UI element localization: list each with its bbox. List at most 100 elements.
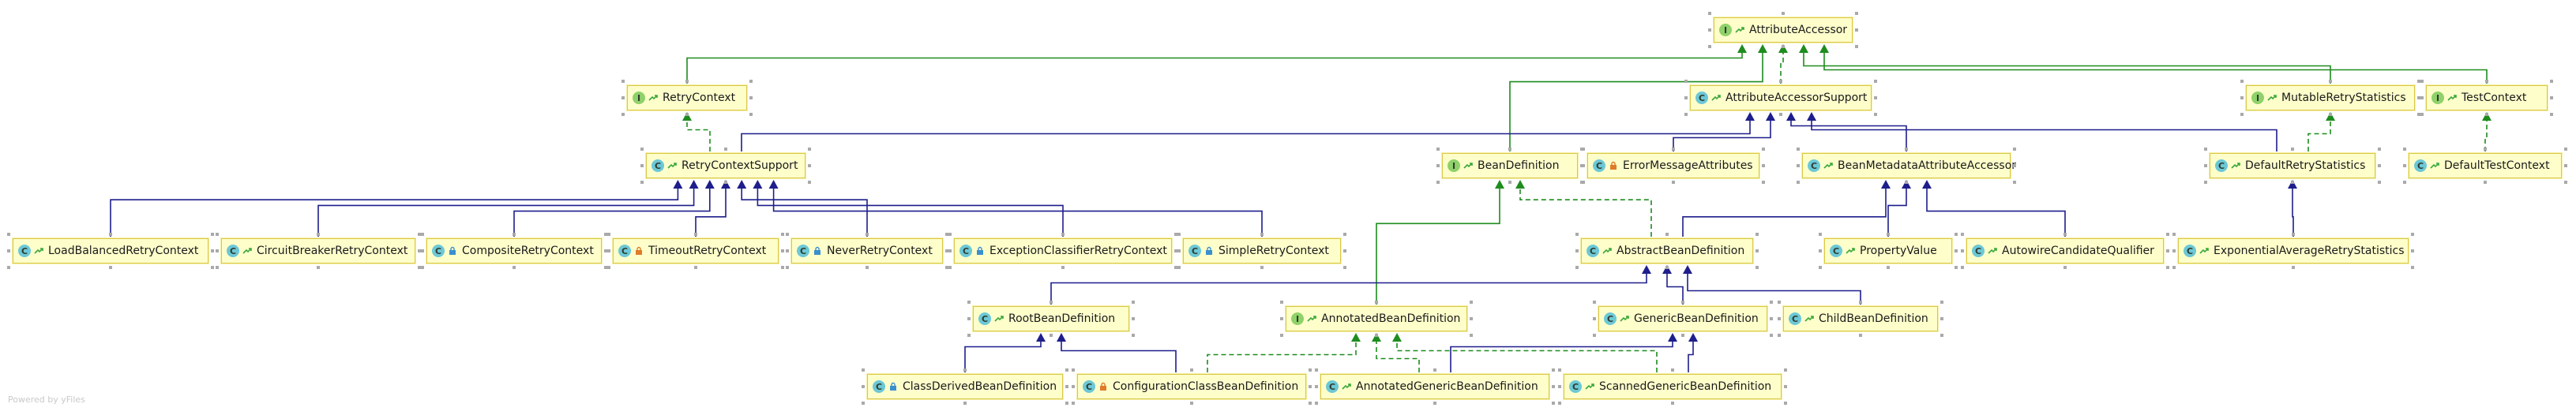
selection-handle[interactable] — [1575, 266, 1579, 269]
selection-handle[interactable] — [621, 113, 625, 116]
selection-handle[interactable] — [963, 402, 967, 405]
selection-handle[interactable] — [2484, 148, 2487, 151]
selection-handle[interactable] — [2172, 266, 2176, 269]
selection-handle[interactable] — [2411, 266, 2414, 269]
selection-handle[interactable] — [1859, 301, 1862, 304]
selection-handle[interactable] — [211, 266, 214, 269]
selection-handle[interactable] — [1940, 334, 1943, 337]
selection-handle[interactable] — [1552, 368, 1555, 372]
selection-handle[interactable] — [808, 164, 811, 167]
selection-handle[interactable] — [2166, 249, 2169, 252]
selection-handle[interactable] — [1436, 181, 1440, 184]
selection-handle[interactable] — [2485, 80, 2488, 83]
selection-handle[interactable] — [1190, 402, 1193, 405]
selection-handle[interactable] — [2485, 113, 2488, 116]
selection-handle[interactable] — [1174, 266, 1177, 269]
selection-handle[interactable] — [2291, 148, 2294, 151]
selection-handle[interactable] — [781, 249, 784, 252]
selection-handle[interactable] — [7, 249, 10, 252]
selection-handle[interactable] — [604, 249, 607, 252]
selection-handle[interactable] — [640, 181, 644, 184]
selection-handle[interactable] — [2417, 80, 2420, 83]
selection-handle[interactable] — [2172, 233, 2176, 236]
selection-handle[interactable] — [1708, 12, 1711, 15]
selection-handle[interactable] — [685, 113, 689, 116]
selection-handle[interactable] — [513, 266, 516, 269]
selection-handle[interactable] — [1756, 266, 1759, 269]
selection-handle[interactable] — [1784, 385, 1787, 388]
selection-handle[interactable] — [2550, 80, 2553, 83]
selection-handle[interactable] — [1375, 334, 1378, 337]
selection-handle[interactable] — [1762, 181, 1765, 184]
selection-handle[interactable] — [808, 148, 811, 151]
selection-handle[interactable] — [2564, 164, 2567, 167]
selection-handle[interactable] — [1797, 148, 1800, 151]
selection-handle[interactable] — [2411, 249, 2414, 252]
selection-handle[interactable] — [1132, 301, 1135, 304]
selection-handle[interactable] — [1784, 368, 1787, 372]
selection-handle[interactable] — [1778, 301, 1781, 304]
selection-handle[interactable] — [2417, 96, 2420, 99]
selection-handle[interactable] — [749, 113, 753, 116]
selection-handle[interactable] — [1280, 334, 1283, 337]
selection-handle[interactable] — [317, 266, 320, 269]
selection-handle[interactable] — [1190, 368, 1193, 372]
selection-handle[interactable] — [1375, 301, 1378, 304]
selection-handle[interactable] — [1470, 334, 1473, 337]
selection-handle[interactable] — [1671, 402, 1674, 405]
selection-handle[interactable] — [2291, 181, 2294, 184]
selection-handle[interactable] — [1762, 148, 1765, 151]
selection-handle[interactable] — [317, 233, 320, 236]
selection-handle[interactable] — [1575, 249, 1579, 252]
selection-handle[interactable] — [1955, 249, 1958, 252]
selection-handle[interactable] — [945, 233, 948, 236]
selection-handle[interactable] — [1681, 334, 1684, 337]
selection-handle[interactable] — [2403, 148, 2406, 151]
selection-handle[interactable] — [1782, 45, 1785, 48]
selection-handle[interactable] — [2550, 113, 2553, 116]
selection-handle[interactable] — [607, 233, 610, 236]
selection-handle[interactable] — [948, 233, 952, 236]
selection-handle[interactable] — [607, 266, 610, 269]
selection-handle[interactable] — [694, 266, 697, 269]
selection-handle[interactable] — [862, 368, 865, 372]
selection-handle[interactable] — [2166, 233, 2169, 236]
selection-handle[interactable] — [1065, 385, 1068, 388]
selection-handle[interactable] — [685, 80, 689, 83]
selection-handle[interactable] — [1177, 249, 1181, 252]
selection-handle[interactable] — [1315, 402, 1318, 405]
selection-handle[interactable] — [2329, 80, 2332, 83]
selection-handle[interactable] — [2204, 148, 2207, 151]
selection-handle[interactable] — [1887, 233, 1890, 236]
selection-handle[interactable] — [967, 301, 971, 304]
selection-handle[interactable] — [2420, 80, 2424, 83]
selection-handle[interactable] — [1593, 317, 1596, 320]
selection-handle[interactable] — [216, 266, 219, 269]
selection-handle[interactable] — [1436, 164, 1440, 167]
selection-handle[interactable] — [749, 96, 753, 99]
selection-handle[interactable] — [1470, 317, 1473, 320]
selection-handle[interactable] — [2204, 164, 2207, 167]
selection-handle[interactable] — [1961, 266, 1964, 269]
selection-handle[interactable] — [1961, 249, 1964, 252]
selection-handle[interactable] — [1552, 402, 1555, 405]
selection-handle[interactable] — [2292, 266, 2295, 269]
selection-handle[interactable] — [2013, 164, 2016, 167]
selection-handle[interactable] — [7, 233, 10, 236]
selection-handle[interactable] — [1672, 181, 1675, 184]
selection-handle[interactable] — [1280, 317, 1283, 320]
selection-handle[interactable] — [948, 266, 952, 269]
selection-handle[interactable] — [1174, 249, 1177, 252]
selection-handle[interactable] — [967, 334, 971, 337]
selection-handle[interactable] — [1315, 385, 1318, 388]
selection-handle[interactable] — [1177, 233, 1181, 236]
